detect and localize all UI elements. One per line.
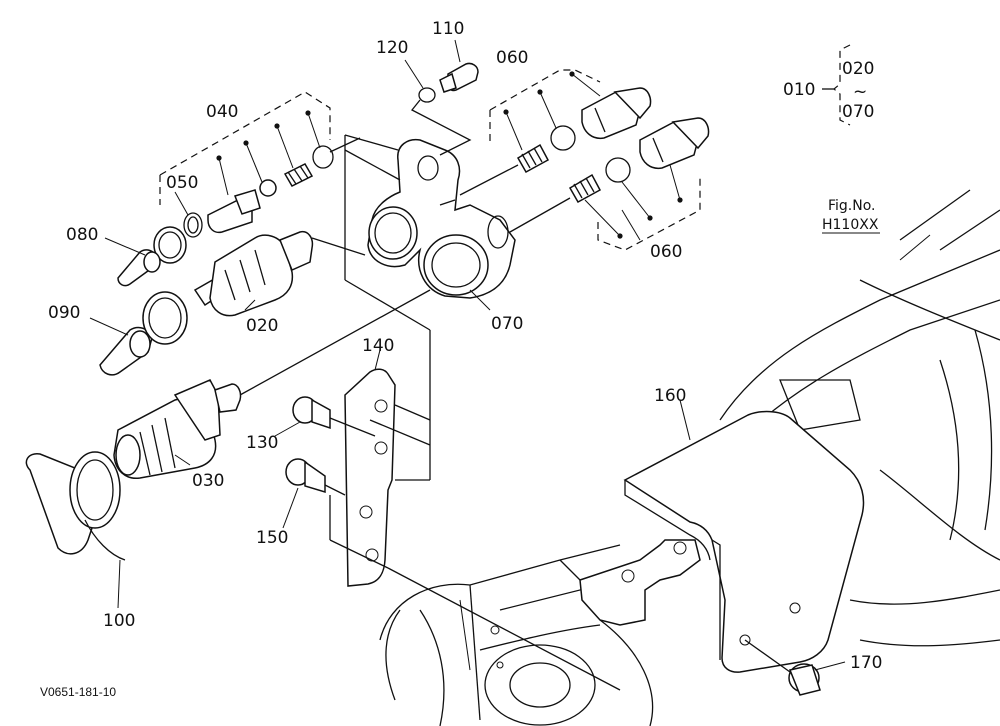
callout-090: 090 xyxy=(48,303,80,323)
range-from-020: 020 xyxy=(842,59,874,79)
callout-150: 150 xyxy=(256,528,288,548)
dust-plug-090 xyxy=(99,291,188,376)
cover-160 xyxy=(579,410,865,673)
range-to-070: 070 xyxy=(842,102,874,122)
coupler-020 xyxy=(193,230,366,317)
callout-100: 100 xyxy=(103,611,135,631)
callout-110: 110 xyxy=(432,19,464,39)
callout-130: 130 xyxy=(246,433,278,453)
valve-assembly-040 xyxy=(159,91,361,238)
document-code: V0651-181-10 xyxy=(40,685,116,699)
bolt-170 xyxy=(744,639,821,696)
callout-040: 040 xyxy=(206,102,238,122)
bracket-140 xyxy=(344,330,431,587)
figure-ref-code: H110XX xyxy=(822,217,879,233)
dust-cap-100 xyxy=(25,451,126,561)
callout-060-upper: 060 xyxy=(496,48,528,68)
coupler-030 xyxy=(113,289,431,479)
callout-160: 160 xyxy=(654,386,686,406)
range-tilde: ~ xyxy=(853,82,867,102)
o-ring-120 xyxy=(404,59,472,156)
check-valve-060 xyxy=(459,69,710,251)
bolt-150 xyxy=(285,458,621,691)
leader-lines xyxy=(89,191,931,671)
callout-080: 080 xyxy=(66,225,98,245)
figure-ref-title: Fig.No. xyxy=(828,198,876,214)
callout-060-lower: 060 xyxy=(650,242,682,262)
coupler-body-070 xyxy=(344,134,516,331)
callout-020: 020 xyxy=(246,316,278,336)
range-parent-010: 010 xyxy=(783,80,815,100)
adapter-110 xyxy=(439,39,479,93)
dust-plug-080 xyxy=(117,226,187,287)
range-bracket-010 xyxy=(822,44,851,126)
callout-120: 120 xyxy=(376,38,408,58)
callout-labels: 110 120 060 040 050 080 060 090 020 070 … xyxy=(40,19,882,699)
callout-030: 030 xyxy=(192,471,224,491)
callout-050: 050 xyxy=(166,173,198,193)
bolt-130 xyxy=(292,396,376,437)
callout-140: 140 xyxy=(362,336,394,356)
callout-170: 170 xyxy=(850,653,882,673)
callout-070: 070 xyxy=(491,314,523,334)
